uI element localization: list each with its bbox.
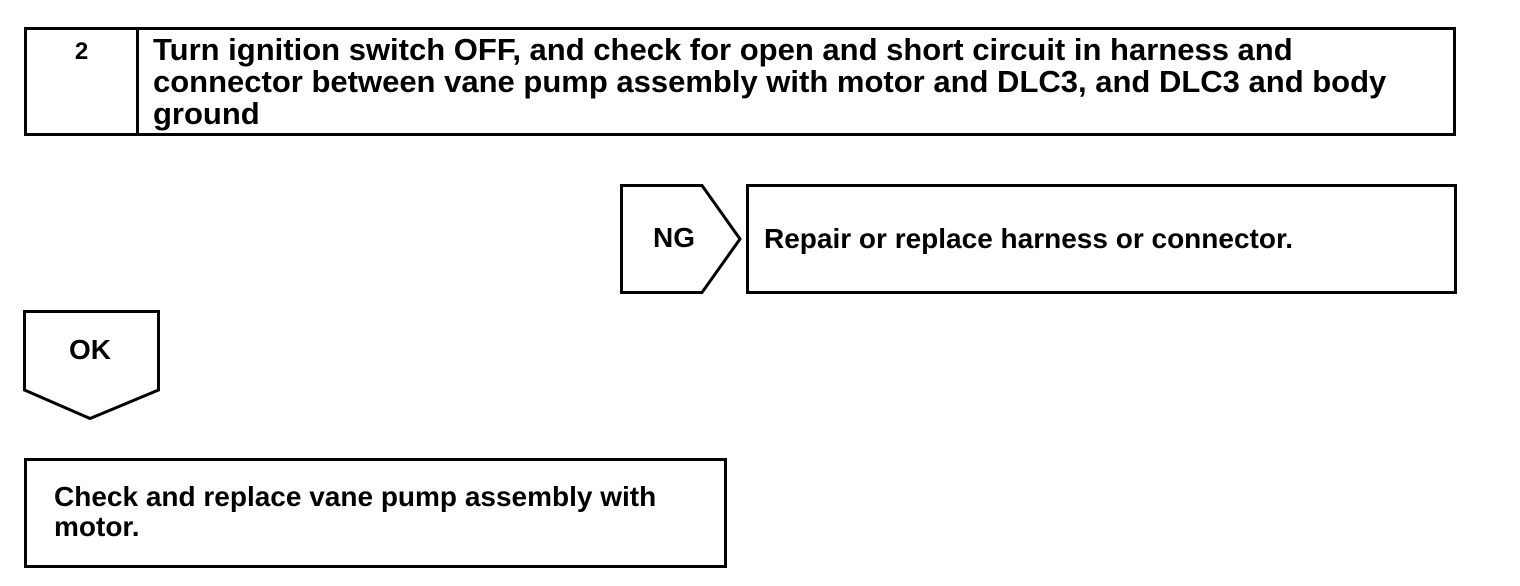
ng-action-box: Repair or replace harness or connector. xyxy=(746,184,1457,294)
step-number-cell: 2 xyxy=(27,30,139,133)
step-instruction: Turn ignition switch OFF, and check for … xyxy=(153,32,1387,131)
ng-action-text: Repair or replace harness or connector. xyxy=(764,223,1294,254)
ng-label: NG xyxy=(653,222,695,253)
final-action-box: Check and replace vane pump assembly wit… xyxy=(24,458,727,568)
step-number: 2 xyxy=(74,38,89,65)
ok-arrow-shape xyxy=(23,310,160,421)
final-action-text: Check and replace vane pump assembly wit… xyxy=(54,481,657,542)
step-box: 2 Turn ignition switch OFF, and check fo… xyxy=(24,27,1456,136)
ng-arrow-shape xyxy=(620,184,742,294)
ok-label: OK xyxy=(69,334,111,365)
